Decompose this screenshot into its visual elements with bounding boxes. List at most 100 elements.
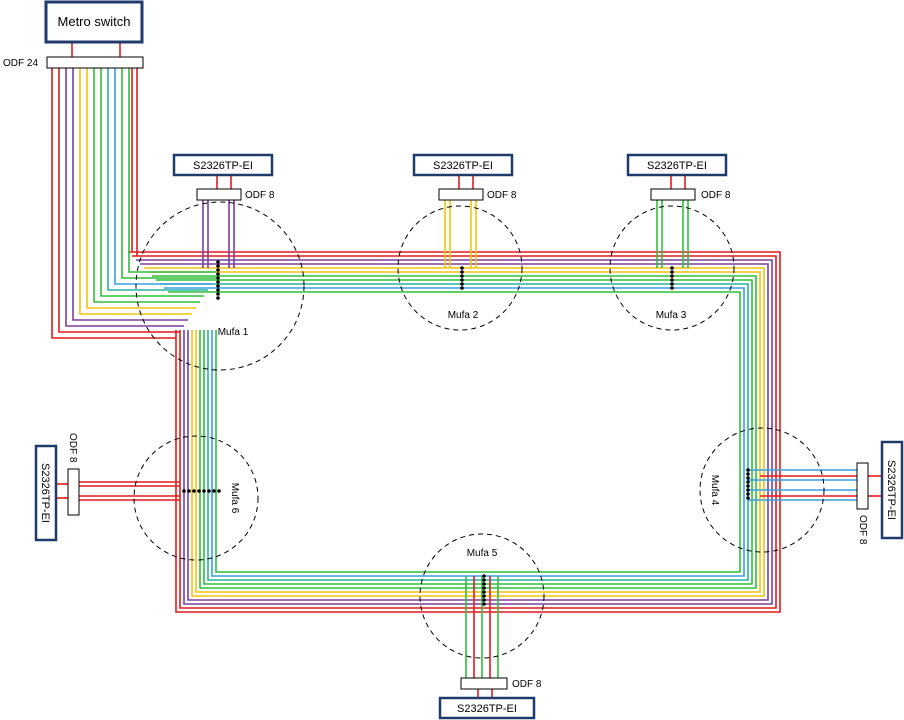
mufa-5-circle	[419, 533, 545, 659]
odf-s2-label: ODF 8	[487, 190, 517, 201]
trunk-fiber	[86, 62, 196, 309]
splice-dot	[192, 489, 196, 493]
odf-s6-label: ODF 8	[67, 433, 78, 463]
splice-dot	[460, 266, 464, 270]
device-s2-label: S2326TP-EI	[433, 160, 493, 172]
device-s4-label: S2326TP-EI	[885, 460, 897, 520]
splice-dot	[217, 489, 221, 493]
fiber-cables	[51, 42, 882, 698]
trunk-fiber	[93, 62, 200, 303]
device-s3-label: S2326TP-EI	[647, 160, 707, 172]
splice-dot	[216, 276, 220, 280]
odf-s5[interactable]: ODF 8	[460, 677, 542, 690]
splice-dot	[482, 602, 486, 606]
splice-dot	[202, 489, 206, 493]
odf-s4-label: ODF 8	[857, 515, 868, 545]
odf-s2[interactable]: ODF 8	[438, 188, 517, 201]
trunk-fiber	[121, 62, 216, 279]
ring-fiber	[140, 263, 769, 601]
splice-dot	[216, 268, 220, 272]
device-s5-label: S2326TP-EI	[457, 703, 517, 715]
ring-fiber	[160, 283, 749, 581]
splice-dot	[460, 270, 464, 274]
odf-s4[interactable]: ODF 8	[856, 462, 869, 545]
splice-dot	[482, 590, 486, 594]
metro-switch-label: Metro switch	[58, 14, 131, 29]
splice-dot	[216, 260, 220, 264]
splice-dot	[746, 472, 750, 476]
splice-dot	[216, 280, 220, 284]
mufa-2-label: Mufa 2	[448, 310, 479, 321]
device-s1-label: S2326TP-EI	[193, 160, 253, 172]
odf-s1[interactable]: ODF 8	[196, 188, 275, 201]
splice-dot	[670, 266, 674, 270]
splice-dot	[216, 264, 220, 268]
splice-dot	[482, 598, 486, 602]
splice-dot	[670, 270, 674, 274]
splice-dot	[670, 286, 674, 290]
splice-dot	[746, 488, 750, 492]
odf-s5-label: ODF 8	[512, 679, 542, 690]
device-s6[interactable]: S2326TP-EI	[34, 444, 58, 542]
mufa-5-label: Mufa 5	[467, 548, 498, 559]
trunk-fiber	[58, 62, 180, 333]
splice-dot	[216, 284, 220, 288]
device-s2[interactable]: S2326TP-EI	[412, 153, 514, 177]
device-s6-label: S2326TP-EI	[39, 463, 51, 523]
splice-dot	[670, 278, 674, 282]
mufa-6-circle	[133, 435, 259, 561]
ring-fiber	[136, 259, 773, 605]
device-s1[interactable]: S2326TP-EI	[172, 153, 274, 177]
splice-dot	[746, 476, 750, 480]
odf-s3[interactable]: ODF 8	[650, 188, 731, 201]
device-s3[interactable]: S2326TP-EI	[626, 153, 728, 177]
splice-dot	[216, 292, 220, 296]
splice-dot	[197, 489, 201, 493]
ring-fiber	[132, 255, 777, 609]
splice-dot	[212, 489, 216, 493]
device-s5[interactable]: S2326TP-EI	[438, 696, 536, 720]
splice-dot	[482, 578, 486, 582]
splice-dot	[482, 582, 486, 586]
mufa-4-circle	[699, 427, 825, 553]
splice-dot	[216, 272, 220, 276]
trunk-fiber	[114, 62, 212, 285]
splice-dot	[670, 282, 674, 286]
mufa-3-label: Mufa 3	[656, 310, 687, 321]
ring-fiber	[128, 251, 781, 613]
splice-dot	[460, 282, 464, 286]
splice-dot	[216, 296, 220, 300]
device-s4[interactable]: S2326TP-EI	[880, 440, 904, 540]
splice-dot	[482, 574, 486, 578]
odf-main-label: ODF 24	[3, 58, 38, 69]
trunk-fiber	[51, 62, 176, 339]
odf-s6[interactable]: ODF 8	[67, 433, 80, 516]
splice-dot	[670, 274, 674, 278]
ring-fiber	[152, 275, 757, 589]
mufa-1-circle	[135, 201, 305, 371]
trunk-fiber	[128, 62, 216, 273]
splice-dot	[187, 489, 191, 493]
splice-dot	[460, 278, 464, 282]
trunk-fiber	[72, 62, 188, 321]
mufa-2-circle	[397, 205, 523, 331]
mufa-1-label: Mufa 1	[218, 327, 249, 338]
mufa-circles	[133, 201, 825, 659]
trunk-fiber	[79, 62, 192, 315]
ring-fiber	[164, 287, 745, 577]
trunk-fiber	[100, 62, 204, 297]
mufa-4-label: Mufa 4	[709, 475, 720, 506]
trunk-fiber	[65, 62, 184, 327]
splice-dot	[482, 586, 486, 590]
odf-main[interactable]: ODF 24	[3, 56, 144, 69]
metro-switch[interactable]: Metro switch	[44, 0, 144, 44]
splice-dot	[746, 484, 750, 488]
splice-dot	[460, 274, 464, 278]
splice-dot	[482, 594, 486, 598]
ring-fiber	[156, 279, 753, 585]
odf-s1-label: ODF 8	[245, 190, 275, 201]
splice-dot	[746, 492, 750, 496]
splice-dot	[216, 288, 220, 292]
ring-fiber	[168, 291, 741, 573]
